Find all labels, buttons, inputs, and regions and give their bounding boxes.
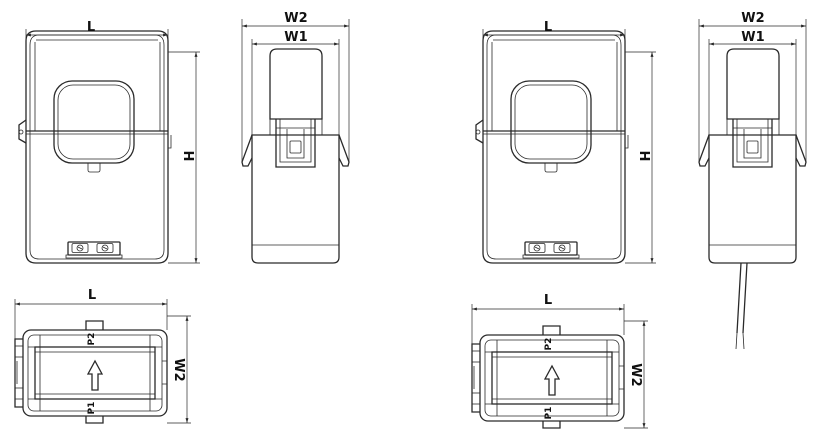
dim-label: W2 [741, 11, 764, 26]
dimension-l-front-left: L [25, 20, 169, 41]
dim-label: L [544, 293, 552, 308]
terminal-label-p2: P2 [87, 333, 97, 346]
left-variant: L H W2 W1 L W2 P2 P1 [14, 11, 350, 424]
dim-label: W2 [171, 358, 186, 381]
terminal-label-p1: P1 [87, 402, 97, 415]
front-view-right [475, 30, 629, 264]
dim-label: L [544, 20, 552, 35]
dimension-l-top-right: L [471, 293, 625, 344]
side-view-left [241, 48, 350, 264]
side-view-right [698, 48, 807, 264]
front-view-left [18, 30, 172, 264]
dimension-l-front-right: L [482, 20, 626, 41]
terminal-label-p1: P1 [544, 407, 554, 420]
right-variant: L H W2 W1 L W2 P2 P1 [471, 11, 807, 429]
dim-label: L [88, 288, 96, 303]
dimension-h-front-right: H [625, 51, 656, 264]
dimension-w1-side-left: W1 [251, 30, 340, 135]
terminal-label-p2: P2 [544, 338, 554, 351]
dimension-l-top-left: L [14, 288, 168, 339]
dim-label: W2 [284, 11, 307, 26]
dimension-h-front-left: H [168, 51, 200, 264]
dim-label: W2 [628, 363, 643, 386]
dimension-w2-side-left: W2 [241, 11, 350, 162]
dim-label: W1 [741, 30, 764, 45]
output-cable [735, 262, 748, 350]
dimension-w2-side-right: W2 [698, 11, 807, 162]
dimension-w2-top-left: W2 [167, 315, 191, 424]
dim-label: H [636, 151, 651, 162]
dimension-w2-top-right: W2 [624, 320, 648, 429]
dim-label: L [87, 20, 95, 35]
dim-label: H [180, 151, 195, 162]
dimension-w1-side-right: W1 [708, 30, 797, 135]
dim-label: W1 [284, 30, 307, 45]
